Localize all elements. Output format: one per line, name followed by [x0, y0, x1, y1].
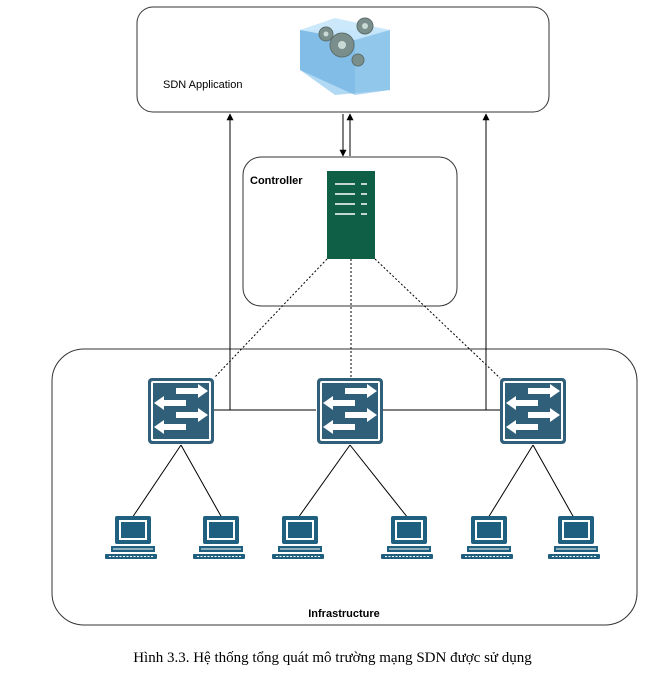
- application-label: SDN Application: [163, 79, 243, 91]
- app-controller-arrows: [339, 113, 354, 157]
- infrastructure-label: Infrastructure: [308, 608, 380, 620]
- control-links: [213, 258, 501, 379]
- network-switch-icon: [317, 378, 383, 444]
- server-rack-icon: [327, 171, 375, 259]
- host-links: [131, 444, 575, 519]
- figure-caption: Hình 3.3. Hệ thống tổng quát mô trường m…: [133, 650, 532, 666]
- controller-label: Controller: [250, 175, 303, 187]
- gears-cube-icon: [300, 17, 390, 95]
- network-switch-icon: [148, 378, 214, 444]
- network-switch-icon: [500, 378, 566, 444]
